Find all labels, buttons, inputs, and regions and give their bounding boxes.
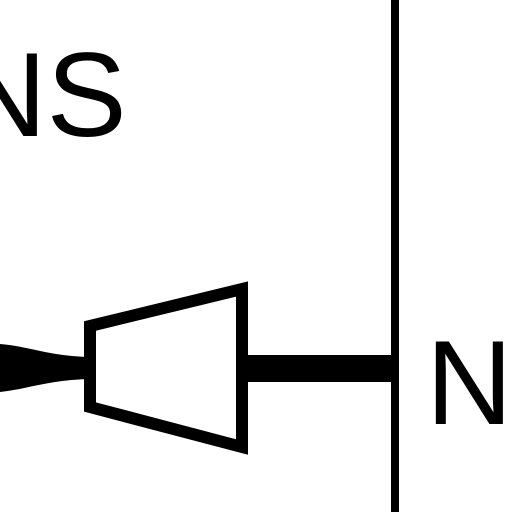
reducer-trapezoid	[84, 281, 248, 455]
label-n: N	[426, 316, 512, 450]
incoming-shaft	[0, 344, 90, 392]
outgoing-connector	[242, 355, 392, 382]
label-ns: NS	[0, 28, 127, 162]
